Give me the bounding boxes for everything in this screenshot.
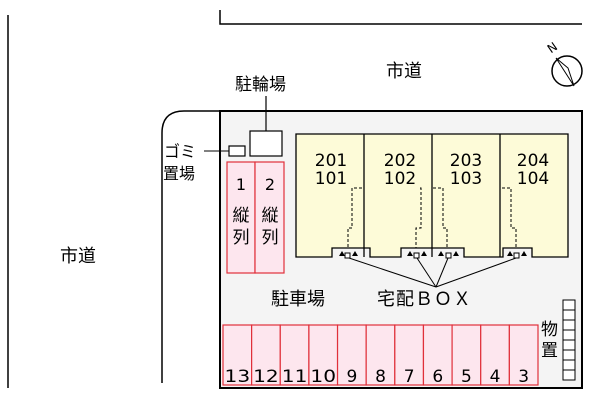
parking-space: [251, 324, 281, 386]
space-2-label: 縦: [262, 206, 279, 226]
space-2-label: 列: [262, 228, 279, 248]
tandem-spaces: 1 縦 列 2 縦 列: [226, 161, 285, 274]
parking-space-number: 12: [253, 367, 279, 387]
unit-101: 101: [315, 169, 347, 189]
unit-201: 201: [315, 151, 347, 171]
bicycle-parking: [249, 130, 283, 157]
parking-space: [394, 324, 425, 386]
compass-label: N: [545, 39, 560, 56]
parking-space-number: 5: [461, 367, 472, 387]
parking-label: 駐車場: [271, 289, 325, 310]
unit-204: 204: [517, 151, 549, 171]
parking-space-number: 3: [518, 367, 529, 387]
building: 201 101 202 102 203 103 204 104: [295, 133, 569, 258]
space-1-number: 1: [236, 175, 246, 194]
bicycle-parking-label: 駐輪場: [235, 75, 286, 95]
space-1-label: 列: [233, 228, 250, 248]
compass-icon: N: [545, 39, 583, 87]
parking-space: [480, 324, 510, 386]
garbage-label-1: ゴミ: [164, 142, 196, 161]
garbage-area: [228, 145, 246, 157]
parking-space-number: 9: [346, 367, 357, 387]
parking-space-number: 8: [375, 367, 386, 387]
garbage-label-2: 置場: [163, 164, 195, 183]
storage: 物 置: [541, 299, 576, 381]
delivery-box-label: 宅配ＢＯＸ: [377, 289, 472, 310]
storage-label: 置: [541, 341, 558, 361]
parking-space-number: 11: [282, 367, 308, 387]
parking-space-number: 13: [225, 367, 251, 387]
parking-space-number: 7: [404, 367, 415, 387]
space-2-number: 2: [265, 175, 275, 194]
parking-space-number: 6: [432, 367, 443, 387]
unit-104: 104: [517, 169, 549, 189]
parking-space-number: 4: [490, 367, 501, 387]
space-1-label: 縦: [233, 206, 250, 226]
unit-102: 102: [384, 169, 416, 189]
parking-space: [451, 324, 482, 386]
parking-space-number: 10: [310, 367, 336, 387]
road-inner-edge: [161, 110, 220, 383]
road-top-edge: [219, 10, 582, 25]
storage-label: 物: [541, 320, 558, 340]
road-left-label: 市道: [60, 246, 96, 267]
parking-space: [508, 324, 539, 386]
parking-space: [365, 324, 396, 386]
road-top-label: 市道: [386, 61, 422, 82]
unit-103: 103: [450, 169, 482, 189]
unit-203: 203: [450, 151, 482, 171]
parking-space: [308, 324, 339, 386]
unit-202: 202: [384, 151, 416, 171]
delivery-boxes: [339, 251, 527, 288]
